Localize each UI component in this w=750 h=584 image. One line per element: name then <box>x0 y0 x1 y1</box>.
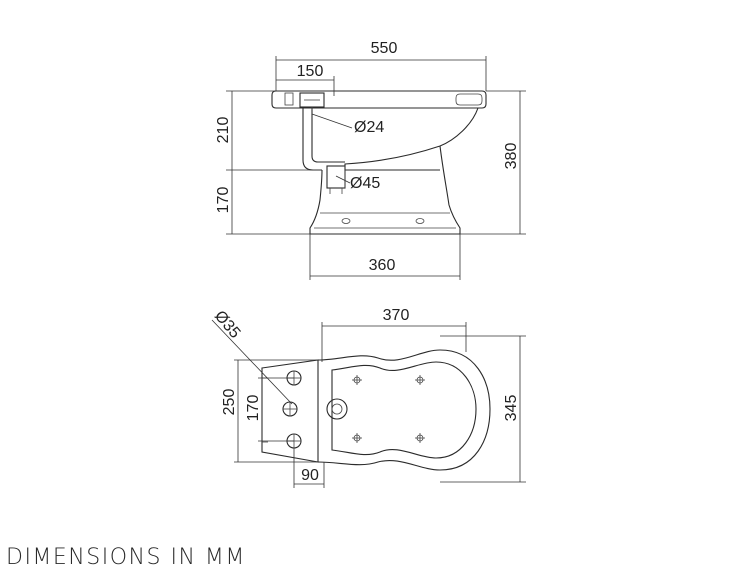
dim-outlet-diameter: Ø45 <box>350 175 380 192</box>
inlet-pipe <box>302 107 345 171</box>
side-view: 550 150 210 170 380 Ø24 Ø45 360 <box>215 40 526 280</box>
dim-inlet-diameter: Ø24 <box>354 119 384 136</box>
dimensions-caption: DIMENSIONS IN MM <box>6 545 246 570</box>
dim-plate-height: 250 <box>221 389 238 416</box>
dim-overall-width: 550 <box>371 40 398 57</box>
top-view: 370 Ø35 250 170 345 90 <box>211 307 526 488</box>
bowl-outline <box>317 349 491 471</box>
pedestal <box>309 145 461 235</box>
bowl-markers <box>352 375 425 443</box>
drain-outer <box>326 398 348 420</box>
dim-bowl-width: 370 <box>383 307 410 324</box>
rim-outline <box>271 90 487 109</box>
dim-cistern-offset: 150 <box>297 63 324 80</box>
dim-plate-width: 90 <box>301 467 319 484</box>
dim-hole-spacing: 170 <box>245 395 262 422</box>
bowl-inner <box>331 361 477 459</box>
dim-total-height: 380 <box>503 143 520 170</box>
dim-total-depth: 345 <box>503 395 520 422</box>
dim-base-width: 360 <box>369 257 396 274</box>
outlet-spigot <box>326 165 346 189</box>
dim-upper-height: 210 <box>215 117 232 144</box>
dim-hole-diameter: Ø35 <box>211 308 244 342</box>
bowl-body <box>344 107 479 171</box>
dim-lower-height: 170 <box>215 187 232 214</box>
